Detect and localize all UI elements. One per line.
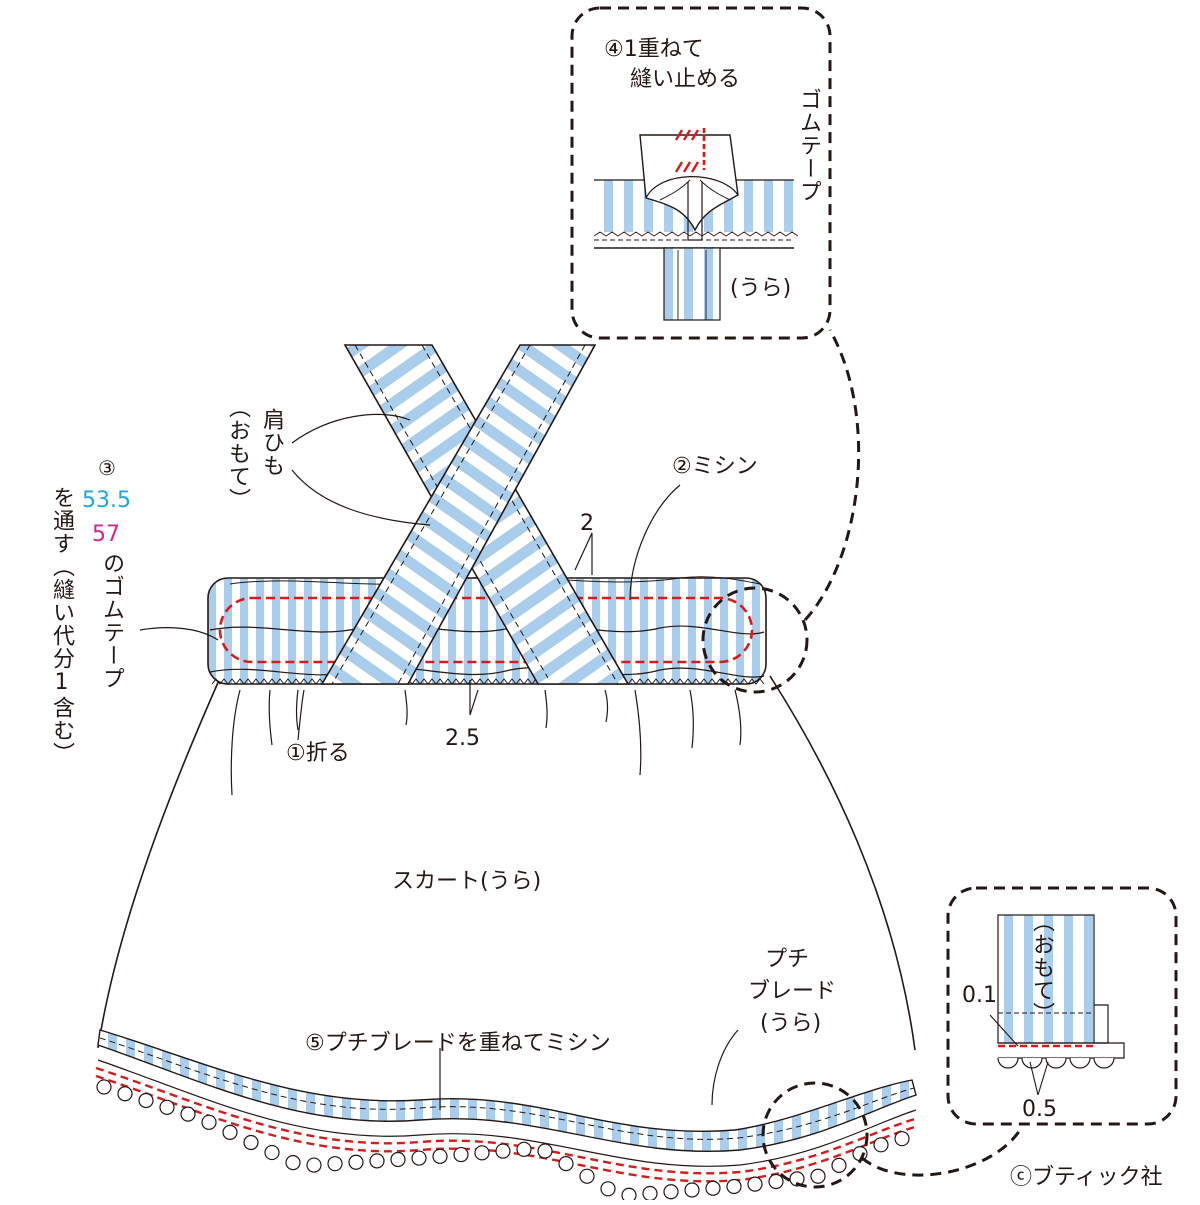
pompom <box>579 1168 595 1184</box>
skirt-body <box>97 675 916 1051</box>
inset-measure-05: 0.5 <box>1022 1097 1057 1122</box>
step3-blue-length: 53.5 <box>82 488 131 513</box>
pompom <box>495 1143 511 1159</box>
pompom <box>432 1148 448 1164</box>
inset-hem-detail <box>946 886 1178 1126</box>
inset-pompom <box>997 1057 1019 1069</box>
pompom <box>390 1151 406 1168</box>
shoulder-straps <box>320 344 630 685</box>
pompom <box>348 1154 364 1170</box>
pompom <box>705 1180 721 1196</box>
inset-pompom-braid <box>997 1057 1115 1069</box>
pompom <box>138 1092 154 1109</box>
pompom <box>243 1134 259 1151</box>
pompom <box>453 1146 469 1163</box>
inset-elastic-join <box>570 6 832 340</box>
step3-pass-label: を通す（縫い代分1含む） <box>49 486 74 765</box>
band-bottom-measure: 2.5 <box>445 726 480 751</box>
pompom <box>831 1157 847 1173</box>
pompom <box>663 1184 679 1200</box>
step1-fold-label: ①折る <box>286 741 350 766</box>
pompom <box>621 1187 637 1203</box>
petit-braid-line2: ブレード <box>748 979 836 1004</box>
pompom <box>327 1156 343 1172</box>
step2-sew-label: ②ミシン <box>672 454 758 479</box>
petit-braid-line1: プチ <box>765 947 809 972</box>
step3-pink-suffix: のゴムテープ <box>99 552 124 690</box>
pompom <box>873 1137 889 1153</box>
pompom <box>537 1143 553 1159</box>
skirt-hem <box>95 1029 919 1203</box>
pompom <box>726 1178 742 1195</box>
pompom <box>96 1079 112 1095</box>
step5-braid-label: ⑤プチブレードを重ねてミシン <box>305 1031 611 1056</box>
pompom <box>474 1145 490 1161</box>
elastic-tape-label: ゴムテープ <box>796 88 821 203</box>
inset-pompom <box>1069 1057 1091 1069</box>
callout-waist-circle <box>701 329 861 694</box>
shoulder-strap-side-label: （おもて） <box>225 396 250 511</box>
pompom <box>285 1155 301 1171</box>
pompom <box>222 1124 238 1141</box>
pompom <box>684 1182 700 1198</box>
skirt-back-label: スカート(うら) <box>392 869 541 894</box>
shoulder-strap-label: 肩ひも <box>259 408 284 477</box>
pompom <box>117 1086 133 1102</box>
pompom <box>369 1153 385 1169</box>
pompom <box>768 1173 784 1190</box>
petit-braid-line3: (うら) <box>760 1011 821 1036</box>
step3-circle: ③ <box>98 456 116 480</box>
pompom <box>411 1150 427 1166</box>
pompom <box>642 1185 658 1202</box>
inset-pompom <box>1045 1057 1067 1069</box>
pompom <box>201 1114 217 1130</box>
pompom <box>264 1144 280 1161</box>
pompom <box>600 1181 616 1197</box>
pompom <box>894 1131 910 1147</box>
callout-hem-circle <box>761 1081 1022 1189</box>
pompom <box>810 1168 826 1184</box>
inset-omote-label: （おもて） <box>1029 910 1054 1025</box>
pompom <box>306 1157 322 1173</box>
step4-line1: ④1重ねて <box>604 37 704 62</box>
pompom <box>558 1155 574 1172</box>
inset-pompom <box>1093 1057 1115 1069</box>
pompom <box>516 1141 532 1157</box>
copyright-label: ⓒブティック社 <box>1010 1165 1163 1190</box>
pompom-braid <box>96 1079 910 1203</box>
pompom <box>159 1099 175 1115</box>
pompom <box>789 1171 805 1187</box>
inset-measure-01: 0.1 <box>962 983 997 1008</box>
pompom <box>747 1176 763 1192</box>
step3-pink-length: 57 <box>92 522 120 547</box>
step4-line2: 縫い止める <box>630 67 740 92</box>
band-top-measure: 2 <box>580 511 594 536</box>
pompom <box>180 1106 196 1122</box>
inset-ura-label: (うら) <box>730 276 791 301</box>
